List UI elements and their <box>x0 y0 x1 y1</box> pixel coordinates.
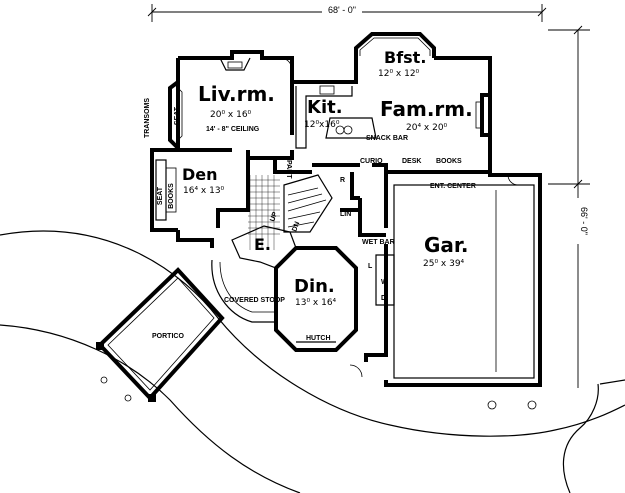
living-room-name: Liv.rm. <box>198 82 275 106</box>
stairs-down-label: DN <box>291 221 301 233</box>
living-fireplace <box>219 57 251 71</box>
garage-floor <box>393 184 535 379</box>
transoms-label: TRANSOMS <box>144 98 151 138</box>
curio-label: CURIO <box>360 158 383 165</box>
family-room-size: 20⁴ x 20⁰ <box>406 123 448 133</box>
kitchen-size: 12⁰x16⁰ <box>304 120 340 130</box>
living-room-ceiling: 14' - 8" CEILING <box>206 126 260 133</box>
den-books-label: BOOKS <box>168 183 175 209</box>
staircase <box>283 174 333 233</box>
covered-stoop-label: COVERED STOOP <box>224 297 285 304</box>
pantry-label: PANT <box>285 160 292 179</box>
entry-name: E. <box>254 235 271 254</box>
living-room-size: 20⁰ x 16⁰ <box>210 110 252 120</box>
breakfast-size: 12⁰ x 12⁰ <box>378 69 420 79</box>
den-size: 16⁴ x 13⁰ <box>183 186 225 196</box>
garage-post-2 <box>527 400 537 410</box>
breakfast-name: Bfst. <box>384 48 426 67</box>
portico <box>97 267 225 401</box>
kitchen-island <box>325 117 377 139</box>
portico-label: PORTICO <box>152 333 184 340</box>
kitchen-counter <box>295 86 353 149</box>
laundry-label: L <box>368 263 373 270</box>
walkway-curve <box>0 324 301 493</box>
driveway-edge <box>599 379 625 385</box>
washer-dryer <box>375 254 395 306</box>
driveway-lower <box>562 383 599 493</box>
kitchen-name: Kit. <box>307 97 343 118</box>
stairs-up-label: UP <box>269 211 279 223</box>
driveway-curve <box>0 230 625 437</box>
exterior-walls <box>150 50 542 387</box>
washer-label: W <box>381 279 388 286</box>
living-bay <box>168 80 180 150</box>
refrigerator-label: R <box>340 177 345 184</box>
covered-stoop <box>211 259 276 323</box>
linen-label: LIN <box>340 211 351 218</box>
breakfast-bay <box>354 32 436 58</box>
rear-door <box>349 364 363 378</box>
entry-tile <box>248 175 280 250</box>
family-books-label: BOOKS <box>436 158 462 165</box>
garage-side-door <box>507 174 519 186</box>
width-dimension-label: 68' - 0" <box>328 5 356 15</box>
garage-size: 25⁰ x 39⁴ <box>423 259 465 269</box>
garage-name: Gar. <box>424 233 469 257</box>
snack-bar-label: SNACK BAR <box>366 135 408 142</box>
den-name: Den <box>182 165 218 184</box>
desk-label: DESK <box>402 158 421 165</box>
dining-size: 13⁰ x 16⁴ <box>295 298 337 308</box>
dryer-label: D <box>381 295 386 302</box>
ent-center-label: ENT. CENTER <box>430 183 476 190</box>
depth-dimension-label: 66' - 0" <box>579 207 589 235</box>
dining-name: Din. <box>294 276 335 297</box>
family-room-name: Fam.rm. <box>380 97 473 121</box>
garage-post-1 <box>487 400 497 410</box>
hutch-label: HUTCH <box>306 335 331 342</box>
entry-octagon <box>231 225 297 269</box>
living-seat-label: SEAT <box>174 106 181 125</box>
wet-bar-label: WET BAR <box>362 239 395 246</box>
living-door <box>281 57 293 71</box>
den-seat-label: SEAT <box>157 186 164 205</box>
